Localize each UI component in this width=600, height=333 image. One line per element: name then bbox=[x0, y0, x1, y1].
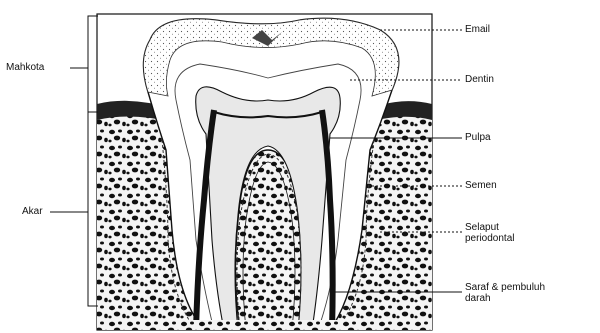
dentin-label: Dentin bbox=[465, 74, 494, 85]
pulp-label: Pulpa bbox=[465, 132, 491, 143]
crown-label: Mahkota bbox=[6, 62, 44, 73]
root-label: Akar bbox=[22, 206, 43, 217]
cementum-label: Semen bbox=[465, 180, 497, 191]
nerve-label-line2: darah bbox=[465, 293, 491, 304]
enamel-label: Email bbox=[465, 24, 490, 35]
periodontal-label-line2: periodontal bbox=[465, 233, 514, 244]
periodontal-label-line1: Selaput bbox=[465, 222, 499, 233]
nerve-label-line1: Saraf & pembuluh bbox=[465, 282, 545, 293]
